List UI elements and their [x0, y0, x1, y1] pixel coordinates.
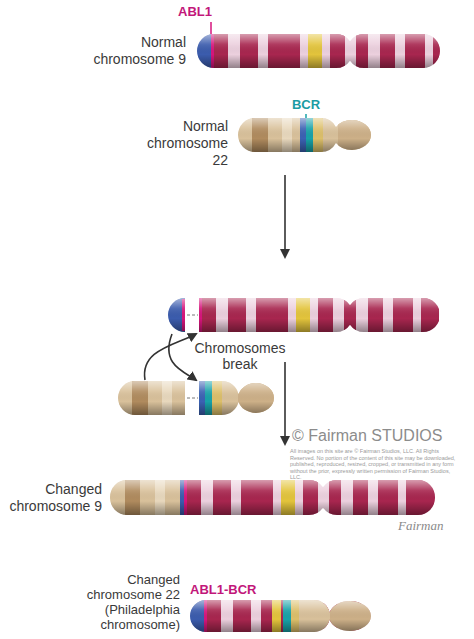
gene-label: BCR: [276, 97, 336, 113]
chromosome-label: Normal chromosome 22: [128, 118, 228, 169]
chromosome-label: Changed chromosome 9: [4, 481, 102, 515]
gene-label: ABL1-BCR: [190, 582, 280, 597]
signature: Fairman: [398, 518, 468, 533]
step-label: Chromosomes break: [185, 340, 295, 372]
watermark: © Fairman STUDIOS: [292, 426, 467, 445]
chromosome-label: Normal chromosome 9: [86, 34, 186, 68]
copyright-note: All images on this site are © Fairman St…: [290, 448, 460, 481]
gene-label: ABL1: [165, 4, 225, 20]
chromosome-label: Changed chromosome 22 (Philadelphia chro…: [80, 572, 180, 632]
